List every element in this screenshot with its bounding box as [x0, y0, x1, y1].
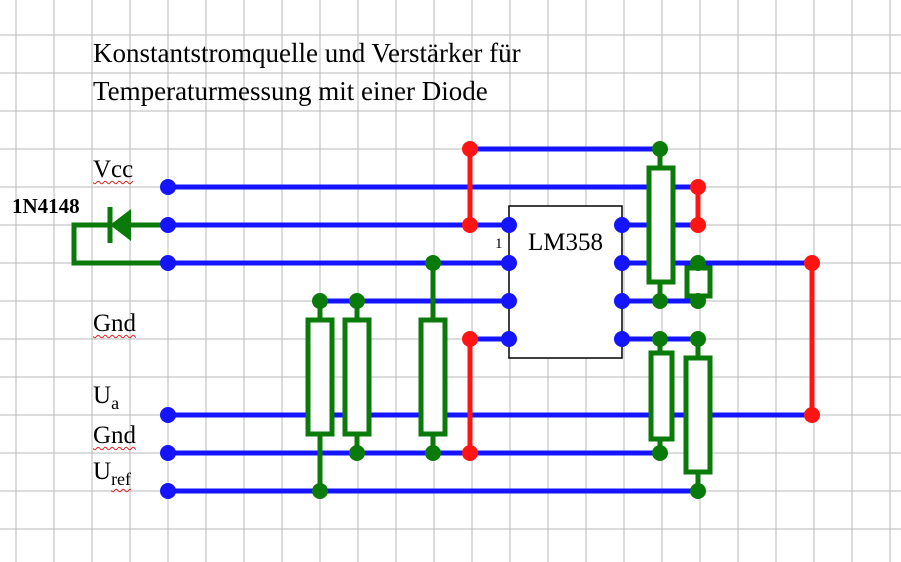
- junction-dot: [614, 293, 630, 309]
- ic-lm358-body: [508, 205, 623, 359]
- junction-dot: [462, 141, 478, 157]
- junction-dot: [804, 255, 820, 271]
- junction-dot: [652, 445, 668, 461]
- diode-loop-wire: [71, 222, 168, 266]
- junction-dot: [425, 445, 441, 461]
- junction-dot: [690, 179, 706, 195]
- resistor-5: [684, 265, 713, 299]
- junction-dot: [501, 255, 517, 271]
- junction-dot: [425, 255, 441, 271]
- resistor-6: [648, 350, 675, 442]
- junction-dot: [312, 293, 328, 309]
- label-ua-sub: a: [111, 393, 120, 413]
- ic-name: LM358: [528, 229, 603, 256]
- junction-dot: [690, 293, 706, 309]
- label-ua: Ua: [93, 382, 119, 412]
- rails: [168, 146, 812, 494]
- label-ua-main: U: [93, 382, 112, 409]
- junction-dot: [501, 293, 517, 309]
- junction-dot: [160, 217, 176, 233]
- label-gnd-top: Gnd: [93, 310, 137, 337]
- junction-dot: [690, 483, 706, 499]
- junction-dot: [652, 141, 668, 157]
- junction-dot: [501, 217, 517, 233]
- junction-dot: [160, 407, 176, 423]
- junction-dot: [160, 255, 176, 271]
- label-diode: 1N4148: [12, 194, 80, 218]
- junction-dot: [690, 331, 706, 347]
- label-uref: Uref: [93, 458, 131, 488]
- junction-dot: [160, 179, 176, 195]
- junction-dot: [160, 445, 176, 461]
- diode-symbol: [110, 209, 131, 241]
- label-vcc: Vcc: [93, 156, 134, 183]
- junction-dot: [804, 407, 820, 423]
- junction-dot: [462, 445, 478, 461]
- title-line-2: Temperaturmessung mit einer Diode: [93, 76, 488, 106]
- resistor-3: [418, 317, 448, 437]
- junction-dot: [652, 293, 668, 309]
- title-line-1: Konstantstromquelle und Verstärker für: [93, 38, 521, 68]
- junction-dots: [160, 141, 820, 499]
- junction-dot: [614, 331, 630, 347]
- ic-pin1-marker: 1: [495, 236, 503, 252]
- resistor-2: [342, 317, 372, 437]
- junction-dot: [652, 331, 668, 347]
- junction-dot: [614, 255, 630, 271]
- junction-dot: [462, 217, 478, 233]
- junction-dot: [501, 331, 517, 347]
- label-uref-sub: ref: [111, 469, 132, 489]
- resistor-4: [646, 165, 676, 285]
- junction-dot: [312, 483, 328, 499]
- label-uref-main: U: [93, 458, 112, 485]
- resistor-1: [305, 317, 335, 437]
- junction-dot: [690, 255, 706, 271]
- resistor-7: [683, 355, 713, 475]
- junction-dot: [349, 293, 365, 309]
- junction-dot: [160, 483, 176, 499]
- junction-dot: [349, 445, 365, 461]
- label-gnd-bottom: Gnd: [93, 422, 137, 449]
- junction-dot: [614, 217, 630, 233]
- junction-dot: [690, 217, 706, 233]
- junction-dot: [462, 331, 478, 347]
